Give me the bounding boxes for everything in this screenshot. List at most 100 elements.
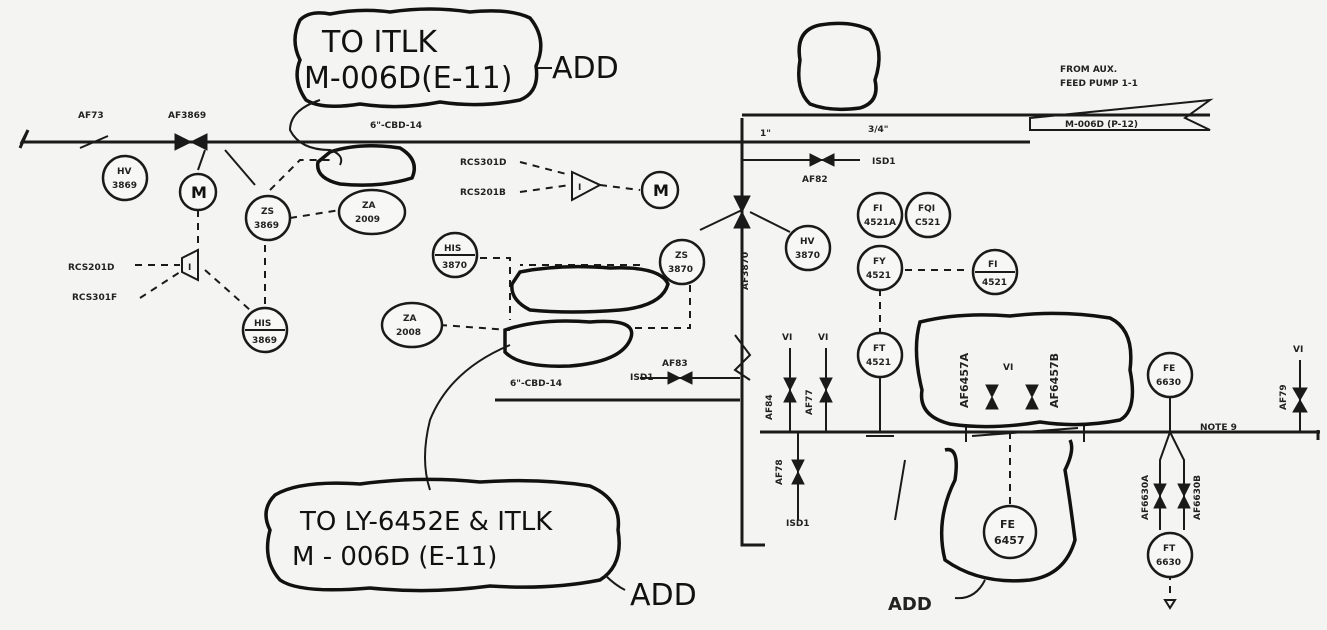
drain-line [740, 432, 765, 547]
instrument-fi4521a: FI 4521A [856, 191, 904, 239]
svg-text:HIS: HIS [444, 244, 461, 254]
cloud-top-right [797, 21, 881, 112]
svg-text:I: I [188, 263, 191, 273]
interlock-1: I [181, 248, 199, 282]
svg-text:3869: 3869 [112, 181, 137, 191]
valve-af73-label: AF73 [78, 111, 104, 121]
leader-top-note [288, 99, 343, 166]
process-lines [18, 113, 1320, 547]
svg-text:FI: FI [988, 260, 998, 270]
signal-rcs301f: RCS301F [72, 293, 117, 303]
check-valve-af73 [79, 135, 109, 149]
instrument-za2009: ZA 2009 [337, 188, 407, 236]
svg-text:6630: 6630 [1156, 378, 1181, 388]
revision-clouds [264, 7, 1135, 600]
vi-label-2: VI [818, 333, 828, 343]
valve-af3869-label: AF3869 [168, 111, 206, 121]
cloud-fe6457 [939, 439, 1077, 583]
svg-text:FQI: FQI [918, 204, 935, 214]
cloud-hv3869-interlock [315, 144, 416, 187]
isd-label-1: ISD1 [872, 157, 896, 167]
fe4521-orifice [860, 431, 900, 437]
main-line-label: 6"-CBD-14 [370, 121, 422, 131]
svg-text:HV: HV [117, 167, 132, 177]
svg-text:ZA: ZA [403, 314, 417, 324]
svg-text:3870: 3870 [442, 261, 467, 271]
svg-text:FE: FE [1163, 364, 1175, 374]
instrument-zs3869: ZS 3869 [244, 194, 292, 242]
svg-text:3869: 3869 [252, 336, 277, 346]
svg-text:4521: 4521 [982, 278, 1007, 288]
svg-text:FE: FE [1000, 518, 1015, 531]
valve-af78-label: AF78 [775, 459, 785, 485]
instrument-hv3870: HV 3870 [784, 224, 832, 272]
valve-af6630a-label: AF6630A [1141, 475, 1151, 520]
gate-valve-af3869 [174, 133, 208, 151]
vent-stubs [789, 348, 827, 432]
cloud-zs3870-b [503, 319, 634, 368]
valves: AF73 AF3869 AF3870 AF82 ISD1 AF83 ISD1 A… [78, 111, 1308, 530]
main-line [18, 129, 1030, 149]
svg-text:M: M [653, 181, 669, 200]
note-top-add: ADD [552, 51, 619, 86]
check-valve-lower [733, 334, 752, 381]
svg-text:ZS: ZS [675, 251, 688, 261]
cloud-af6457 [914, 311, 1135, 429]
valve-af6457a [985, 384, 999, 410]
stray-mark [894, 459, 906, 521]
svg-text:4521: 4521 [866, 271, 891, 281]
zs3870-link [699, 209, 743, 231]
signal-rcs301d: RCS301D [460, 158, 506, 168]
note-add-right: ADD [888, 594, 932, 615]
svg-text:3869: 3869 [254, 221, 279, 231]
instrument-za2008: ZA 2008 [380, 301, 444, 349]
instrument-fi4521: FI 4521 [971, 248, 1019, 296]
valve-af6457a-label: AF6457A [958, 352, 971, 408]
flow-element-venturi [965, 424, 1085, 442]
svg-text:2009: 2009 [355, 215, 380, 225]
svg-text:ZS: ZS [261, 207, 274, 217]
leader-bottom-note [424, 344, 511, 491]
svg-text:HV: HV [800, 237, 815, 247]
valve-af79-label: AF79 [1279, 384, 1289, 410]
svg-text:4521A: 4521A [864, 218, 896, 228]
ground-symbol [1163, 599, 1177, 610]
offpage-from-label: FROM AUX. [1060, 65, 1117, 75]
svg-text:ZA: ZA [362, 201, 376, 211]
instrument-ft6630: FT 6630 [1146, 531, 1194, 579]
fe6630-legs [1159, 431, 1185, 530]
leader-add-right [954, 579, 986, 600]
svg-text:6630: 6630 [1156, 558, 1181, 568]
instruments: HV 3869 M ZS 3869 ZA 2009 I HIS 3869 [101, 154, 1194, 579]
instrument-fqi4521: FQI C521 [904, 191, 952, 239]
motor-operator-2: M [640, 170, 680, 210]
offpage-ref: M-006D (P-12) [1065, 120, 1138, 130]
vi-label-4: VI [1293, 345, 1303, 355]
valve-af6457b [1025, 384, 1039, 410]
instrument-fy4521: FY 4521 [856, 244, 904, 292]
svg-text:2008: 2008 [396, 328, 421, 338]
instrument-his3869: HIS 3869 [241, 306, 289, 354]
cloud-zs3870-a [510, 264, 670, 314]
valve-af83-label: AF83 [662, 359, 688, 369]
instrument-fe6457: FE 6457 [982, 504, 1038, 560]
signal-rcs201d: RCS201D [68, 263, 114, 273]
isd-label-3: ISD1 [786, 519, 810, 529]
svg-text:FY: FY [873, 257, 886, 267]
svg-text:FT: FT [1163, 544, 1176, 554]
valve-af6630b-label: AF6630B [1193, 475, 1203, 520]
cloud-top-note [293, 7, 543, 109]
gate-valve-af82 [809, 153, 835, 167]
valve-af82-label: AF82 [802, 175, 828, 185]
motor-operator-1: M [178, 172, 218, 212]
svg-text:3870: 3870 [795, 251, 820, 261]
svg-text:6457: 6457 [994, 534, 1025, 547]
valve-af84-label: AF84 [765, 394, 775, 420]
note-bottom-line2: M - 006D (E-11) [292, 542, 497, 572]
instrument-zs3870: ZS 3870 [658, 238, 706, 286]
size-label-1: 1" [760, 129, 771, 139]
gate-valve-af3870 [733, 195, 751, 229]
offpage-connector: FROM AUX. FEED PUMP 1-1 M-006D (P-12) [1029, 65, 1214, 131]
valve-af78 [791, 459, 805, 485]
